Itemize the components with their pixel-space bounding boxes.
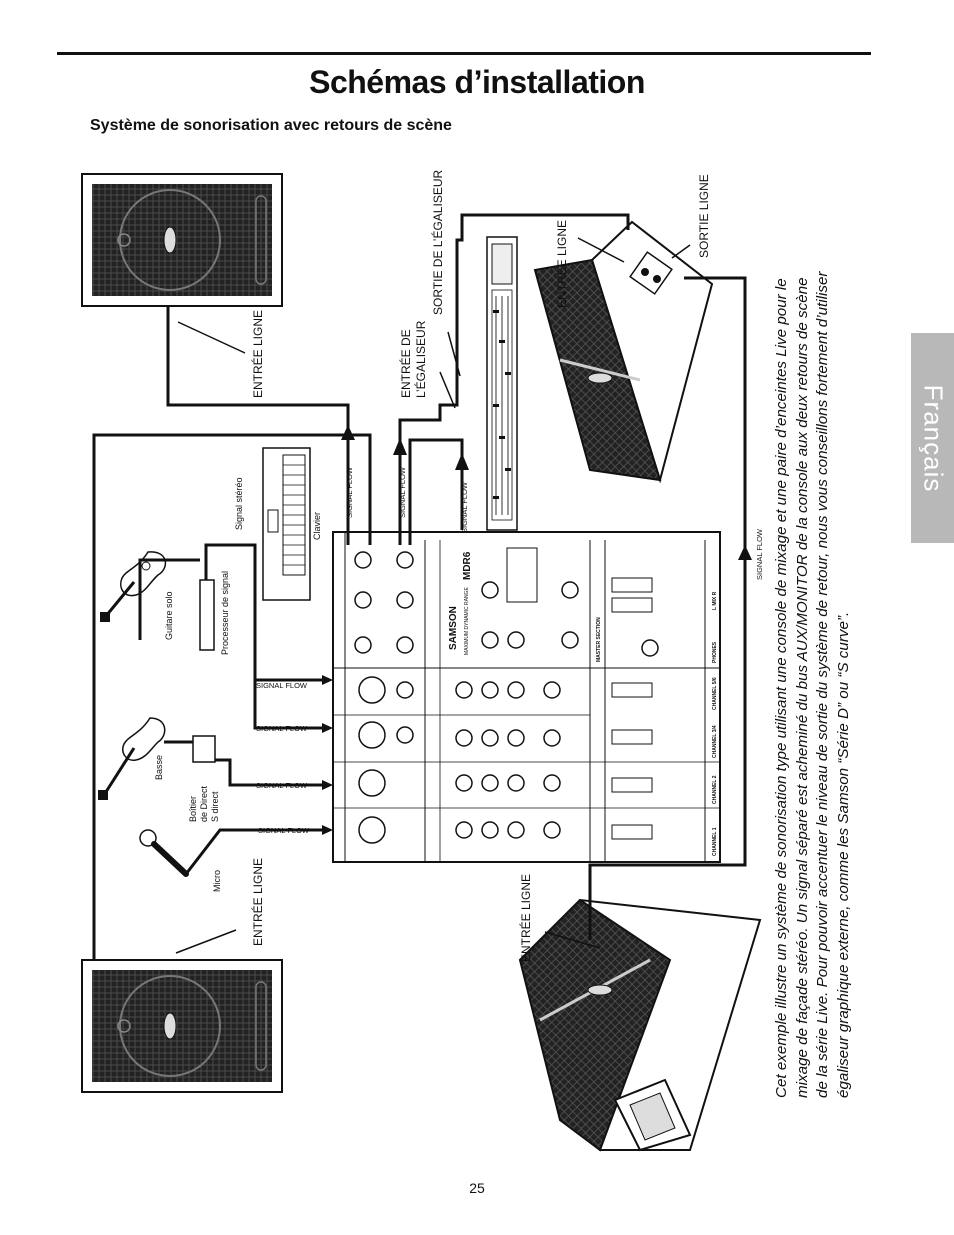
top-rule bbox=[57, 52, 871, 55]
label-line-input-top: ENTRÉE LIGNE bbox=[250, 310, 265, 398]
signal-flow-label-3: SIGNAL FLOW bbox=[460, 481, 469, 533]
signal-flow-label-2: SIGNAL FLOW bbox=[398, 466, 407, 518]
page-title: Schémas d’installation bbox=[309, 64, 645, 100]
keyboard bbox=[262, 447, 311, 601]
label-di-box-2: de Direct bbox=[199, 785, 209, 822]
label-signal-processor: Processeur de signal bbox=[220, 571, 230, 655]
label-line-input-monitor-bottom: ENTRÉE LIGNE bbox=[518, 874, 533, 962]
label-line-input-monitor-top: ENTRÉE LIGNE bbox=[554, 220, 569, 308]
signal-flow-label-8: SIGNAL FLOW bbox=[258, 826, 310, 835]
signal-flow-label-6: SIGNAL FLOW bbox=[256, 724, 308, 733]
bass-guitar bbox=[98, 717, 166, 800]
label-eq-input-1: ENTRÉE DE bbox=[398, 329, 413, 398]
label-stereo-signal: Signal stéréo bbox=[234, 477, 244, 530]
stage-monitor-bottom bbox=[518, 898, 762, 1152]
mixer-master-section: MASTER SECTION bbox=[596, 617, 602, 662]
stage-monitor-top bbox=[533, 220, 714, 484]
mixer-channel-5-6: CHANNEL 5/6 bbox=[712, 677, 718, 710]
language-tab[interactable]: Français bbox=[911, 333, 954, 543]
label-eq-input-2: L’ÉGALISEUR bbox=[413, 320, 428, 398]
mixer-phones: PHONES bbox=[712, 641, 718, 663]
signal-flow-label-5: SIGNAL FLOW bbox=[256, 681, 308, 690]
label-keyboard: Clavier bbox=[312, 512, 322, 540]
language-tab-label: Français bbox=[918, 384, 949, 492]
direct-box bbox=[192, 735, 216, 763]
signal-flow-label-4: SIGNAL FLOW bbox=[755, 528, 764, 580]
caption-text: Cet exemple illustre un système de sonor… bbox=[773, 271, 852, 1098]
cables bbox=[92, 213, 747, 960]
signal-arrows bbox=[322, 425, 752, 835]
graphic-equalizer bbox=[486, 236, 518, 531]
mixer-channel-3-4: CHANNEL 3/4 bbox=[712, 725, 718, 758]
label-line-input-bottom: ENTRÉE LIGNE bbox=[250, 858, 265, 946]
label-line-output: SORTIE LIGNE bbox=[697, 174, 711, 258]
microphone bbox=[139, 829, 189, 877]
label-di-box-3: S direct bbox=[210, 791, 220, 822]
speaker-bottom-left bbox=[81, 959, 283, 1093]
mixer-brand: SAMSON bbox=[448, 606, 459, 650]
label-lead-guitar: Guitare solo bbox=[164, 591, 174, 640]
mixer-console: SAMSON MDR6 MAXIMUM DYNAMIC RANGE CHANNE… bbox=[332, 531, 721, 863]
pointer-lines bbox=[175, 237, 691, 954]
lead-guitar bbox=[100, 551, 167, 622]
label-eq-output: SORTIE DE L’ÉGALISEUR bbox=[430, 170, 445, 315]
label-microphone: Micro bbox=[212, 870, 222, 892]
label-di-box-1: Boîtier bbox=[188, 796, 198, 822]
signal-flow-label-7: SIGNAL FLOW bbox=[256, 781, 308, 790]
setup-diagram: SAMSON MDR6 MAXIMUM DYNAMIC RANGE CHANNE… bbox=[81, 170, 764, 1152]
mixer-channel-1: CHANNEL 1 bbox=[712, 827, 718, 856]
mixer-mix: L MIX R bbox=[712, 591, 718, 610]
mixer-model: MDR6 bbox=[462, 551, 473, 580]
label-bass: Basse bbox=[154, 755, 164, 780]
speaker-top-left bbox=[81, 173, 283, 307]
caption: Cet exemple illustre un système de sonor… bbox=[773, 258, 852, 1098]
signal-flow-label-1: SIGNAL FLOW bbox=[345, 466, 354, 518]
mixer-channel-2: CHANNEL 2 bbox=[712, 775, 718, 804]
signal-processor bbox=[199, 579, 215, 651]
section-subtitle: Système de sonorisation avec retours de … bbox=[90, 117, 452, 134]
page-number: 25 bbox=[469, 1180, 485, 1196]
mixer-tagline: MAXIMUM DYNAMIC RANGE bbox=[464, 587, 470, 655]
